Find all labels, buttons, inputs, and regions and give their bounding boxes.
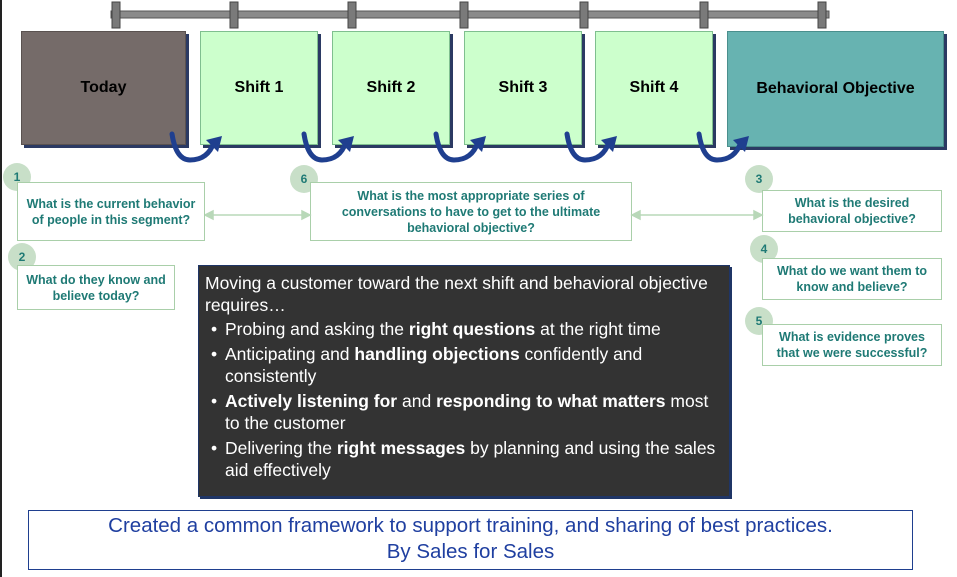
requirement-item: Actively listening for and responding to… — [205, 390, 719, 434]
transition-arrows — [169, 131, 749, 163]
stage-today: Today — [21, 31, 186, 145]
curved-arrow-icon — [564, 131, 612, 163]
stage-label: Shift 2 — [366, 79, 416, 96]
stage-shift-2: Shift 2 — [332, 31, 450, 145]
question-text: What do we want them to know and believe… — [777, 264, 927, 294]
question-series-of-conversations: What is the most appropriate series of c… — [310, 182, 632, 241]
stage-label: Shift 1 — [234, 79, 284, 96]
question-text: What is evidence proves that we were suc… — [776, 330, 928, 360]
question-text: What is the most appropriate series of c… — [341, 188, 601, 235]
stage-shift-4: Shift 4 — [595, 31, 713, 145]
requirement-item: Delivering the right messages by plannin… — [205, 437, 719, 481]
curved-arrow-icon — [301, 131, 349, 163]
footer-line-1: Created a common framework to support tr… — [108, 514, 833, 537]
stage-label: Shift 4 — [629, 79, 679, 96]
question-evidence-success: What is evidence proves that we were suc… — [762, 324, 942, 366]
requirements-list: Probing and asking the right questions a… — [205, 318, 719, 481]
left-edge-divider — [0, 0, 2, 577]
curved-arrow-icon — [433, 131, 481, 163]
stage-shift-1: Shift 1 — [200, 31, 318, 145]
stage-label: Today — [80, 79, 127, 96]
requirements-box: Moving a customer toward the next shift … — [198, 265, 730, 497]
stage-shift-3: Shift 3 — [464, 31, 582, 145]
question-text: What do they know and believe today? — [26, 272, 166, 303]
question-desired-objective: What is the desired behavioral objective… — [762, 190, 942, 232]
stage-label: Shift 3 — [498, 79, 548, 96]
footer-line-2: By Sales for Sales — [386, 540, 555, 563]
stage-label: Behavioral Objective — [756, 80, 915, 97]
question-know-believe-target: What do we want them to know and believe… — [762, 258, 942, 300]
connector-arrows — [205, 209, 764, 221]
requirement-item: Anticipating and handling objections con… — [205, 343, 719, 387]
footer-statement: Created a common framework to support tr… — [28, 510, 913, 570]
requirements-intro: Moving a customer toward the next shift … — [205, 273, 708, 315]
question-text: What is the desired behavioral objective… — [788, 196, 916, 226]
question-current-behavior: What is the current behavior of people i… — [17, 182, 205, 241]
curved-arrow-icon — [169, 131, 217, 163]
curved-arrow-icon — [696, 131, 744, 163]
question-text: What is the current behavior of people i… — [26, 196, 196, 227]
requirement-item: Probing and asking the right questions a… — [205, 318, 719, 340]
stage-behavioral-objective: Behavioral Objective — [727, 31, 944, 147]
step-number-3: 3 — [745, 165, 773, 193]
question-know-believe-today: What do they know and believe today? — [17, 265, 175, 310]
rail-connector — [110, 1, 830, 29]
